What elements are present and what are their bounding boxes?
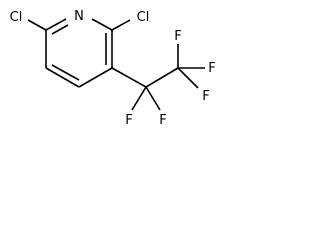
- chemical-structure-diagram: N Cl Cl F F F F F: [10, 9, 216, 128]
- bond-cf3-f-lower-right: [177, 67, 199, 89]
- bond-c6-n1-inner: [51, 24, 69, 35]
- bond-c4-c5: [45, 67, 80, 88]
- bond-c2-cl-right: [111, 19, 131, 31]
- structure-canvas: N Cl Cl F F F F F: [0, 0, 230, 132]
- bond-c6-n1: [45, 18, 67, 31]
- bond-c4-c5-inner: [51, 64, 80, 81]
- nitrogen-label: N: [74, 9, 84, 24]
- atom-labels: N Cl Cl F F F F F: [10, 9, 216, 128]
- bond-c6-cl-left: [27, 19, 47, 31]
- bond-cf2-cf3: [145, 67, 179, 88]
- chlorine-label-right: Cl: [137, 10, 150, 25]
- fluorine-label-bottom-right: F: [159, 113, 166, 128]
- bond-c3-c4: [78, 67, 113, 88]
- bond-n1-c2: [91, 18, 113, 31]
- fluorine-label-right: F: [208, 61, 215, 76]
- bond-c3-cf2: [111, 67, 147, 88]
- fluorine-label-lower-right: F: [202, 89, 209, 104]
- chlorine-label-left: Cl: [10, 10, 23, 25]
- fluorine-label-bottom-left: F: [125, 113, 132, 128]
- bond-group: [27, 18, 205, 111]
- bond-cf2-f-bottom-right: [145, 86, 161, 111]
- bond-cf2-f-bottom-left: [131, 86, 147, 111]
- fluorine-label-top: F: [174, 29, 181, 44]
